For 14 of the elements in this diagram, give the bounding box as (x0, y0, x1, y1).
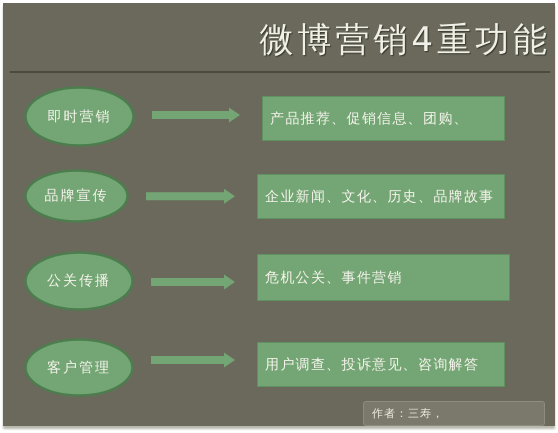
oval-node: 客户管理 (24, 338, 134, 397)
arrow (146, 188, 235, 204)
function-box: 产品推荐、促销信息、团购、 (262, 96, 505, 141)
oval-node: 公关传播 (24, 251, 134, 311)
arrow (151, 352, 235, 368)
credit-box: 作者：三寿， (363, 401, 545, 426)
oval-node: 即时营销 (24, 86, 135, 147)
arrow (152, 108, 240, 122)
oval-node: 品牌宣传 (24, 169, 129, 223)
function-box: 用户调查、投诉意见、咨询解答 (257, 342, 505, 387)
function-box: 危机公关、事件营销 (257, 254, 510, 301)
title: 微博营销4重功能 (259, 19, 551, 62)
function-box: 企业新闻、文化、历史、品牌故事 (257, 174, 505, 219)
arrow (151, 274, 235, 290)
